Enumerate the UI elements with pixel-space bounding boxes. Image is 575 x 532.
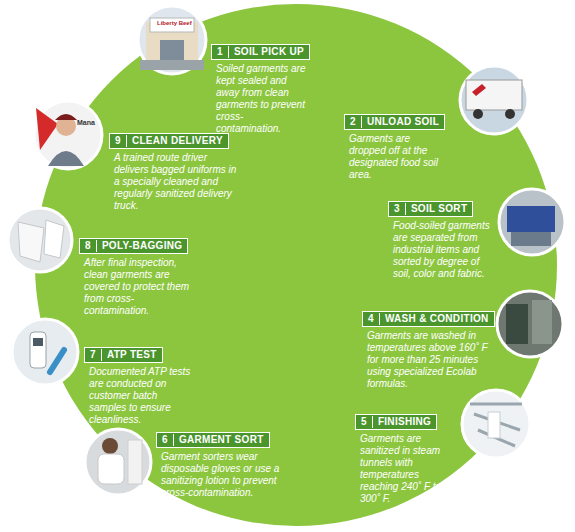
step-title: GARMENT SORT (173, 434, 264, 446)
step-description: Soiled garments are kept sealed and away… (216, 63, 308, 135)
garment-sorter-photo (85, 429, 151, 495)
step-description: After final inspection, clean garments a… (84, 257, 192, 317)
step-band: 9CLEAN DELIVERY (109, 133, 229, 149)
step-title: ATP TEST (101, 349, 157, 361)
process-step: 6GARMENT SORT Garment sorters wear dispos… (156, 429, 302, 499)
step-description: Garments are washed in temperatures abov… (367, 330, 495, 390)
process-step: 3SOIL SORT Food-soiled garments are separ… (388, 198, 498, 280)
process-step: 4WASH & CONDITION Garments are washed in … (362, 308, 498, 390)
step-number: 5 (361, 416, 372, 428)
step-title: UNLOAD SOIL (361, 116, 439, 128)
step-band: 5FINISHING (355, 414, 437, 430)
step-title: SOIL PICK UP (228, 46, 304, 58)
steam-tunnel-photo (462, 390, 530, 458)
step-number: 3 (394, 203, 405, 215)
step-title: CLEAN DELIVERY (126, 135, 223, 147)
process-step: 8POLY-BAGGING After final inspection, cle… (79, 235, 195, 317)
process-step: 2UNLOAD SOIL Garments are dropped off at … (344, 111, 452, 181)
step-number: 9 (115, 135, 126, 147)
sign-text: Liberty Beef (157, 20, 192, 26)
process-step: 9CLEAN DELIVERY A trained route driver de… (109, 130, 245, 212)
step-title: FINISHING (372, 416, 431, 428)
step-band: 8POLY-BAGGING (79, 238, 188, 254)
step-band: 4WASH & CONDITION (362, 311, 495, 327)
washer-photo (497, 291, 563, 357)
step-number: 7 (90, 349, 101, 361)
building-photo (138, 6, 206, 74)
truck-photo (460, 66, 528, 134)
step-description: Garment sorters wear disposable gloves o… (161, 451, 299, 499)
step-number: 1 (217, 46, 228, 58)
step-title: SOIL SORT (405, 203, 467, 215)
step-description: Garments are dropped off at the designat… (349, 133, 449, 181)
step-band: 3SOIL SORT (388, 201, 473, 217)
step-number: 6 (162, 434, 173, 446)
step-description: A trained route driver delivers bagged u… (114, 152, 242, 212)
step-description: Food-soiled garments are separated from … (393, 220, 495, 280)
step-description: Garments are sanitized in steam tunnels … (360, 433, 460, 505)
process-step: 5FINISHING Garments are sanitized in stea… (355, 411, 463, 505)
step-number: 8 (85, 240, 96, 252)
step-title: POLY-BAGGING (96, 240, 182, 252)
step-band: 6GARMENT SORT (156, 432, 270, 448)
sorting-machine-photo (499, 189, 565, 255)
green-circle (35, 4, 557, 526)
step-title: WASH & CONDITION (379, 313, 489, 325)
step-number: 4 (368, 313, 379, 325)
step-band: 2UNLOAD SOIL (344, 114, 445, 130)
route-driver-photo (34, 101, 102, 169)
step-band: 7ATP TEST (84, 347, 163, 363)
step-description: Documented ATP tests are conducted on cu… (89, 366, 191, 426)
process-step: 1SOIL PICK UP Soiled garments are kept se… (211, 41, 311, 135)
badge-text: Mana (77, 119, 95, 126)
process-step: 7ATP TEST Documented ATP tests are conduc… (84, 344, 194, 426)
poly-bag-photo (8, 208, 72, 272)
step-number: 2 (350, 116, 361, 128)
atp-test-photo (12, 319, 78, 385)
step-band: 1SOIL PICK UP (211, 44, 310, 60)
